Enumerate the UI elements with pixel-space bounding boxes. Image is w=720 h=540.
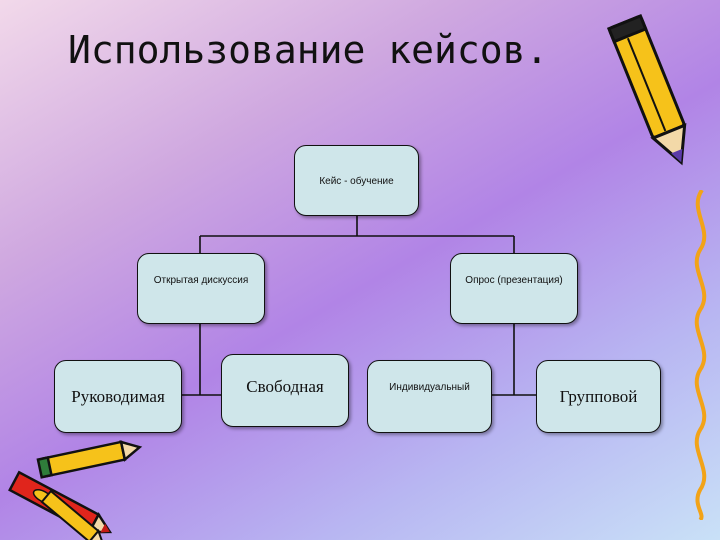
node-label: Свободная	[246, 377, 324, 396]
node-label: Открытая дискуссия	[153, 275, 249, 286]
node-individual: Индивидуальный	[367, 360, 492, 433]
swirl-decoration	[694, 190, 707, 520]
node-group: Групповой	[536, 360, 661, 433]
pencil-icon	[606, 13, 687, 166]
node-label: Групповой	[559, 386, 638, 406]
page-title: Использование кейсов.	[68, 28, 549, 72]
node-survey-presentation: Опрос (презентация)	[450, 253, 578, 324]
node-label: Индивидуальный	[389, 382, 470, 393]
node-label: Кейс - обучение	[319, 176, 394, 187]
node-guided: Руководимая	[54, 360, 182, 433]
node-free: Свободная	[221, 354, 349, 427]
node-open-discussion: Открытая дискуссия	[137, 253, 265, 324]
node-label: Руководимая	[71, 386, 165, 406]
pencils-icon	[8, 440, 143, 540]
node-label: Опрос (презентация)	[465, 275, 563, 286]
node-case-learning: Кейс - обучение	[294, 145, 419, 216]
